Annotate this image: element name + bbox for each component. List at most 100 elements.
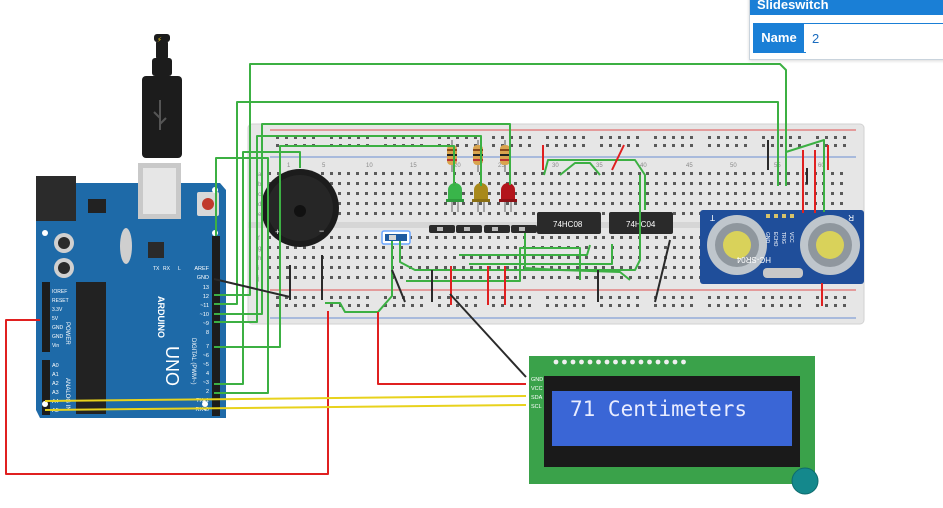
lcd-pin-labels: GND VCC SDA SCL (531, 377, 543, 410)
arduino-model: UNO (162, 346, 182, 386)
sensor-label: HC-SR04 (736, 255, 771, 264)
arduino-power-header: POWER (64, 322, 70, 345)
sensor-pin-label: ECHO (772, 232, 778, 247)
svg-text:A0: A0 (52, 363, 59, 369)
svg-text:2: 2 (206, 389, 209, 395)
col-number: 1 (287, 163, 291, 169)
green-wires (214, 63, 825, 394)
arduino-brand: ARDUINO (156, 296, 166, 338)
svg-text:~6: ~6 (203, 353, 209, 359)
name-label: Name (754, 24, 804, 52)
led-green (446, 183, 464, 212)
svg-text:A1: A1 (52, 372, 59, 378)
panel-title: Slideswitch (750, 0, 943, 15)
chip-label: 74HC08 (553, 220, 583, 229)
svg-text:7: 7 (206, 344, 209, 350)
svg-text:13: 13 (203, 285, 209, 291)
ultrasonic-sensor[interactable]: T R HC-SR04 VCC TRIG ECHO GND (700, 210, 864, 284)
svg-text:+: + (275, 227, 280, 237)
name-input[interactable] (806, 24, 943, 54)
led-red (499, 183, 517, 212)
col-number: 45 (686, 163, 693, 169)
svg-text:A5: A5 (52, 408, 59, 414)
row-letter: j (257, 276, 259, 282)
row-letter: c (258, 192, 261, 198)
col-number: 5 (322, 163, 326, 169)
led-yellow (472, 183, 490, 212)
svg-text:AREF: AREF (194, 266, 209, 272)
usb-icon (153, 100, 167, 130)
lcd-text: 71 Centimeters (570, 397, 747, 421)
svg-text:RX◂0: RX◂0 (196, 407, 209, 413)
yellow-wires (44, 395, 527, 411)
row-letter: d (258, 202, 261, 208)
name-row: Name (753, 23, 943, 54)
lcd-potentiometer[interactable] (791, 467, 819, 495)
breadboard-row-letters: a b c d e f g h i j (257, 172, 262, 282)
col-number: 60 (818, 163, 825, 169)
svg-text:GND: GND (52, 325, 64, 331)
piezo-buzzer[interactable]: + − (261, 169, 339, 247)
svg-text:GND: GND (197, 275, 209, 281)
arduino-analog-header: ANALOG IN (64, 378, 70, 411)
row-letter: g (258, 246, 261, 252)
svg-text:RX: RX (163, 266, 171, 272)
arduino-uno[interactable]: ARDUINO UNO AREF GND 13 12 ~11 ~10 ~9 8 … (36, 163, 226, 418)
col-number: 25 (498, 163, 505, 169)
row-letter: i (258, 266, 259, 272)
sensor-pin-label: VCC (788, 232, 794, 243)
svg-text:~10: ~10 (200, 312, 209, 318)
svg-text:L: L (178, 266, 181, 272)
arduino-digital-header: DIGITAL (PWM~) (190, 338, 196, 385)
leds[interactable] (446, 183, 517, 212)
row-letter: e (258, 212, 262, 218)
svg-text:A2: A2 (52, 381, 59, 387)
svg-text:A3: A3 (52, 390, 59, 396)
col-number: 15 (410, 163, 417, 169)
sensor-letter-t: T (710, 213, 715, 222)
row-letter: h (258, 256, 261, 262)
svg-text:3.3V: 3.3V (52, 307, 63, 313)
svg-text:RESET: RESET (52, 298, 69, 304)
properties-panel: Slideswitch Name (749, 0, 943, 60)
lcd-module[interactable]: 71 Centimeters GND VCC SDA SCL (529, 356, 819, 495)
svg-text:−: − (319, 226, 324, 236)
svg-text:~5: ~5 (203, 362, 209, 368)
row-letter: a (258, 172, 262, 178)
svg-text:TX▸1: TX▸1 (196, 398, 209, 404)
sensor-letter-r: R (848, 213, 854, 222)
row-letter: f (258, 236, 260, 242)
lcd-pin-header (553, 359, 686, 365)
row-letter: b (258, 182, 262, 188)
svg-text:IOREF: IOREF (52, 289, 67, 295)
col-number: 30 (552, 163, 559, 169)
svg-text:~9: ~9 (203, 321, 209, 327)
svg-text:SDA: SDA (531, 395, 543, 401)
resistor (500, 140, 510, 172)
power-icon: ⚡ (157, 36, 162, 44)
svg-text:5V: 5V (52, 316, 59, 322)
sensor-pin-label: TRIG (780, 232, 786, 244)
svg-text:GND: GND (52, 334, 64, 340)
svg-text:Vin: Vin (52, 343, 59, 349)
svg-text:VCC: VCC (531, 386, 543, 392)
svg-text:8: 8 (206, 330, 209, 336)
svg-text:4: 4 (206, 371, 209, 377)
sensor-pin-label: GND (764, 232, 770, 244)
svg-text:SCL: SCL (531, 404, 542, 410)
chip-74hc08[interactable]: 74HC08 (537, 212, 601, 234)
col-number: 50 (730, 163, 737, 169)
black-wires (213, 140, 808, 378)
svg-text:TX: TX (153, 266, 160, 272)
arduino-led-labels: TX RX L (153, 266, 181, 272)
slide-switch[interactable] (381, 230, 411, 245)
arduino-digital-pins: AREF GND 13 12 ~11 ~10 ~9 8 7 ~6 ~5 4 ~3… (194, 266, 209, 413)
usb-cable[interactable]: ⚡ (142, 34, 182, 158)
arduino-analog-pins: A0 A1 A2 A3 A4 A5 (52, 363, 59, 414)
col-number: 20 (454, 163, 461, 169)
svg-text:~11: ~11 (200, 303, 209, 309)
col-number: 40 (640, 163, 647, 169)
wires[interactable] (5, 63, 829, 475)
jumper-components[interactable] (429, 225, 537, 233)
